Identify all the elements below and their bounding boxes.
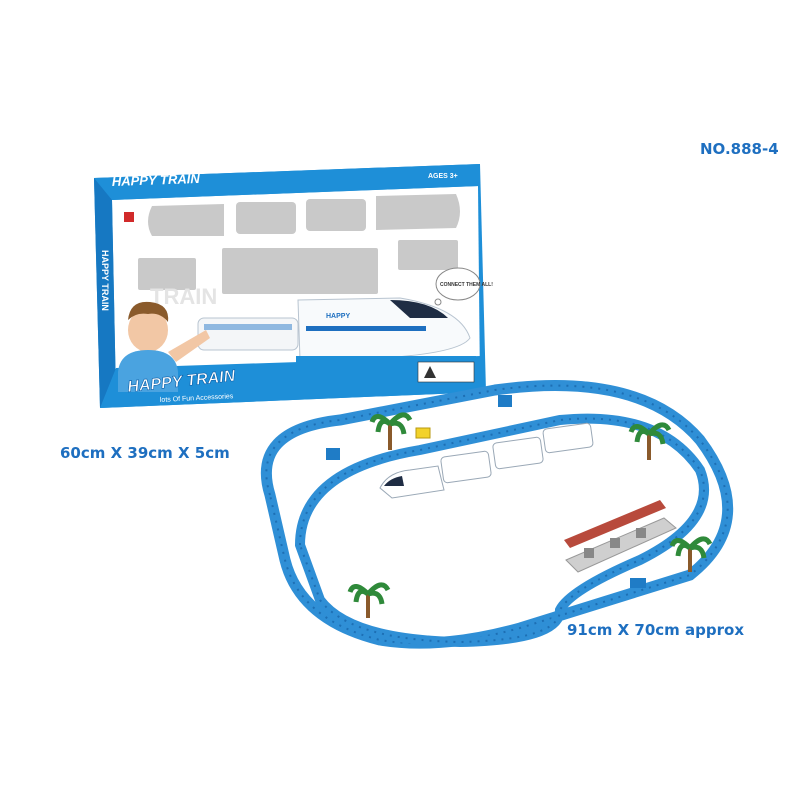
box-side-title: HAPPY TRAIN bbox=[100, 250, 110, 311]
box-window-2 bbox=[236, 202, 296, 234]
train-logo-text: HAPPY bbox=[326, 313, 350, 320]
box-window-5 bbox=[138, 258, 196, 290]
train-image: HAPPY bbox=[197, 297, 476, 364]
palm-tree-icon bbox=[628, 422, 672, 460]
boy-photo bbox=[118, 301, 210, 392]
box-window-7 bbox=[398, 240, 458, 270]
box-window-1 bbox=[148, 204, 224, 236]
box-bottom-band bbox=[100, 356, 486, 408]
bubble-text: CONNECT THEM ALL! bbox=[440, 282, 493, 288]
toy-train bbox=[379, 422, 594, 499]
station-platform-icon bbox=[564, 500, 677, 573]
model-number: NO.888-4 bbox=[700, 140, 779, 158]
box-top-band bbox=[94, 164, 480, 200]
box-window-4 bbox=[376, 194, 460, 230]
track-dimensions-label: 91cm X 70cm approx bbox=[567, 621, 744, 639]
palm-tree-icon bbox=[369, 412, 413, 450]
box-side-strip bbox=[94, 178, 116, 408]
age-label: AGES 3+ bbox=[428, 173, 458, 180]
speech-bubble bbox=[435, 267, 481, 301]
box-dimensions-label: 60cm X 39cm X 5cm bbox=[60, 444, 230, 462]
box-brand-title-top: HAPPY TRAIN bbox=[112, 171, 201, 189]
track-pillar bbox=[326, 448, 340, 460]
box-window-3 bbox=[306, 199, 366, 231]
track-pillar bbox=[630, 578, 646, 588]
brand-logo-icon bbox=[124, 212, 134, 222]
palm-tree-icon bbox=[669, 536, 713, 572]
box-tagline: lots Of Fun Accessories bbox=[160, 393, 234, 404]
track-pillar bbox=[498, 395, 512, 407]
yellow-sign-icon bbox=[415, 427, 431, 439]
box-window-6 bbox=[222, 248, 378, 294]
box-bg-word: TRAIN bbox=[150, 284, 217, 309]
palm-tree-icon bbox=[347, 582, 391, 618]
